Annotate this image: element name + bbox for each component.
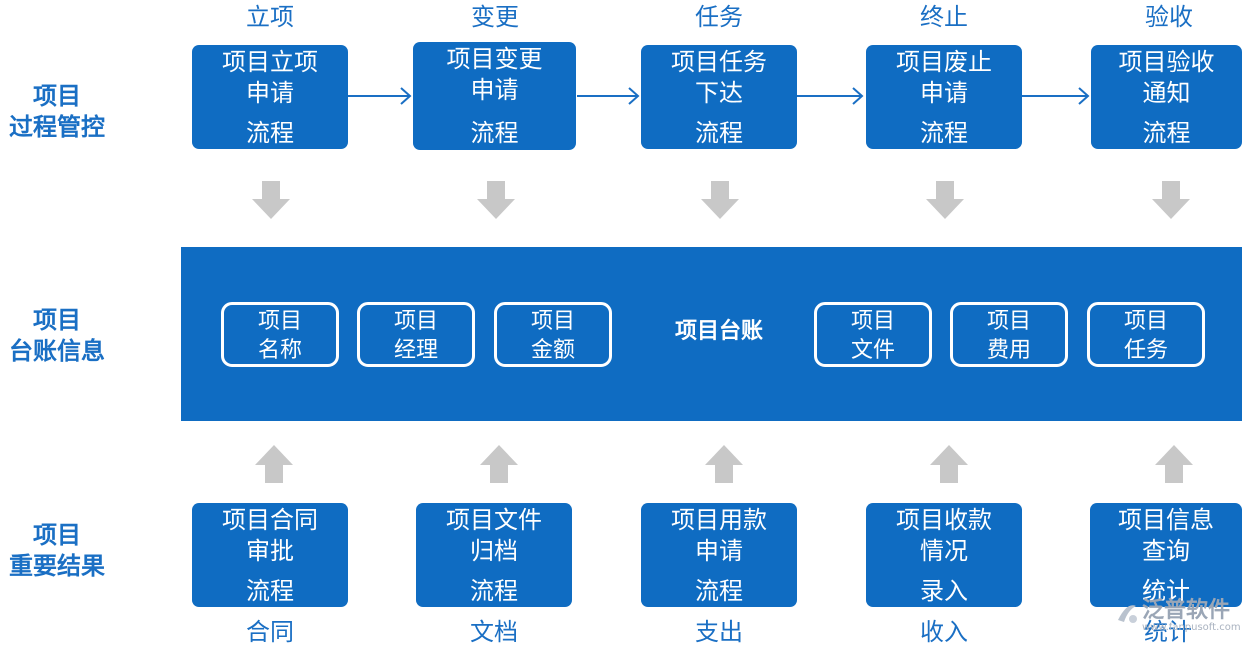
result-box-income: 项目收款 情况 录入 — [866, 503, 1022, 607]
result-stage-label: 支出 — [695, 618, 743, 646]
process-box-change: 项目变更 申请 流程 — [413, 42, 576, 150]
result-box-expenditure: 项目用款 申请 流程 — [641, 503, 797, 607]
brand-watermark: 泛普软件 www.fanpusoft.com — [1112, 598, 1241, 638]
process-box-task: 项目任务 下达 流程 — [641, 45, 797, 149]
row-label-ledger: 项目 台账信息 — [9, 306, 105, 365]
ledger-item-tasks: 项目 任务 — [1087, 302, 1205, 367]
flow-arrow-2-head — [628, 87, 640, 105]
watermark-brand: 泛普软件 — [1142, 598, 1231, 623]
up-arrow-5 — [1155, 445, 1193, 483]
up-arrow-4 — [930, 445, 968, 483]
watermark-url: www.fanpusoft.com — [1142, 622, 1241, 633]
down-arrow-3 — [701, 181, 739, 219]
up-arrow-2 — [480, 445, 518, 483]
result-stage-label: 统计 — [1144, 618, 1192, 646]
process-stage-label: 终止 — [920, 3, 968, 31]
result-box-contract: 项目合同 审批 流程 — [192, 503, 348, 607]
ledger-item-name: 项目 名称 — [221, 302, 339, 367]
ledger-item-amount: 项目 金额 — [494, 302, 612, 367]
flow-arrow-3-head — [852, 87, 864, 105]
process-box-initiation: 项目立项 申请 流程 — [192, 45, 348, 149]
brand-logo-icon — [1118, 605, 1137, 623]
down-arrow-1 — [252, 181, 290, 219]
up-arrow-3 — [705, 445, 743, 483]
ledger-item-files: 项目 文件 — [814, 302, 932, 367]
process-stage-label: 变更 — [471, 3, 519, 31]
project-ledger-panel: 项目 名称 项目 经理 项目 金额 项目台账 项目 文件 项目 费用 项目 任务 — [181, 247, 1242, 421]
process-box-termination: 项目废止 申请 流程 — [866, 45, 1022, 149]
row-label-results: 项目 重要结果 — [9, 521, 105, 580]
process-stage-label: 任务 — [695, 3, 743, 31]
result-stage-label: 收入 — [920, 618, 968, 646]
result-stage-label: 文档 — [470, 618, 518, 646]
up-arrow-1 — [255, 445, 293, 483]
row-label-process: 项目 过程管控 — [9, 82, 105, 141]
ledger-item-manager: 项目 经理 — [357, 302, 475, 367]
result-stage-label: 合同 — [246, 618, 294, 646]
process-stage-label: 立项 — [246, 3, 294, 31]
flow-arrow-4-head — [1078, 87, 1090, 105]
result-box-document: 项目文件 归档 流程 — [416, 503, 572, 607]
process-box-acceptance: 项目验收 通知 流程 — [1091, 45, 1242, 149]
down-arrow-4 — [926, 181, 964, 219]
down-arrow-5 — [1152, 181, 1190, 219]
down-arrow-2 — [477, 181, 515, 219]
ledger-item-expenses: 项目 费用 — [950, 302, 1068, 367]
result-box-statistics: 项目信息 查询 统计 — [1090, 503, 1242, 607]
ledger-title: 项目台账 — [674, 319, 763, 344]
flow-arrow-1-head — [400, 87, 412, 105]
process-stage-label: 验收 — [1145, 3, 1193, 31]
